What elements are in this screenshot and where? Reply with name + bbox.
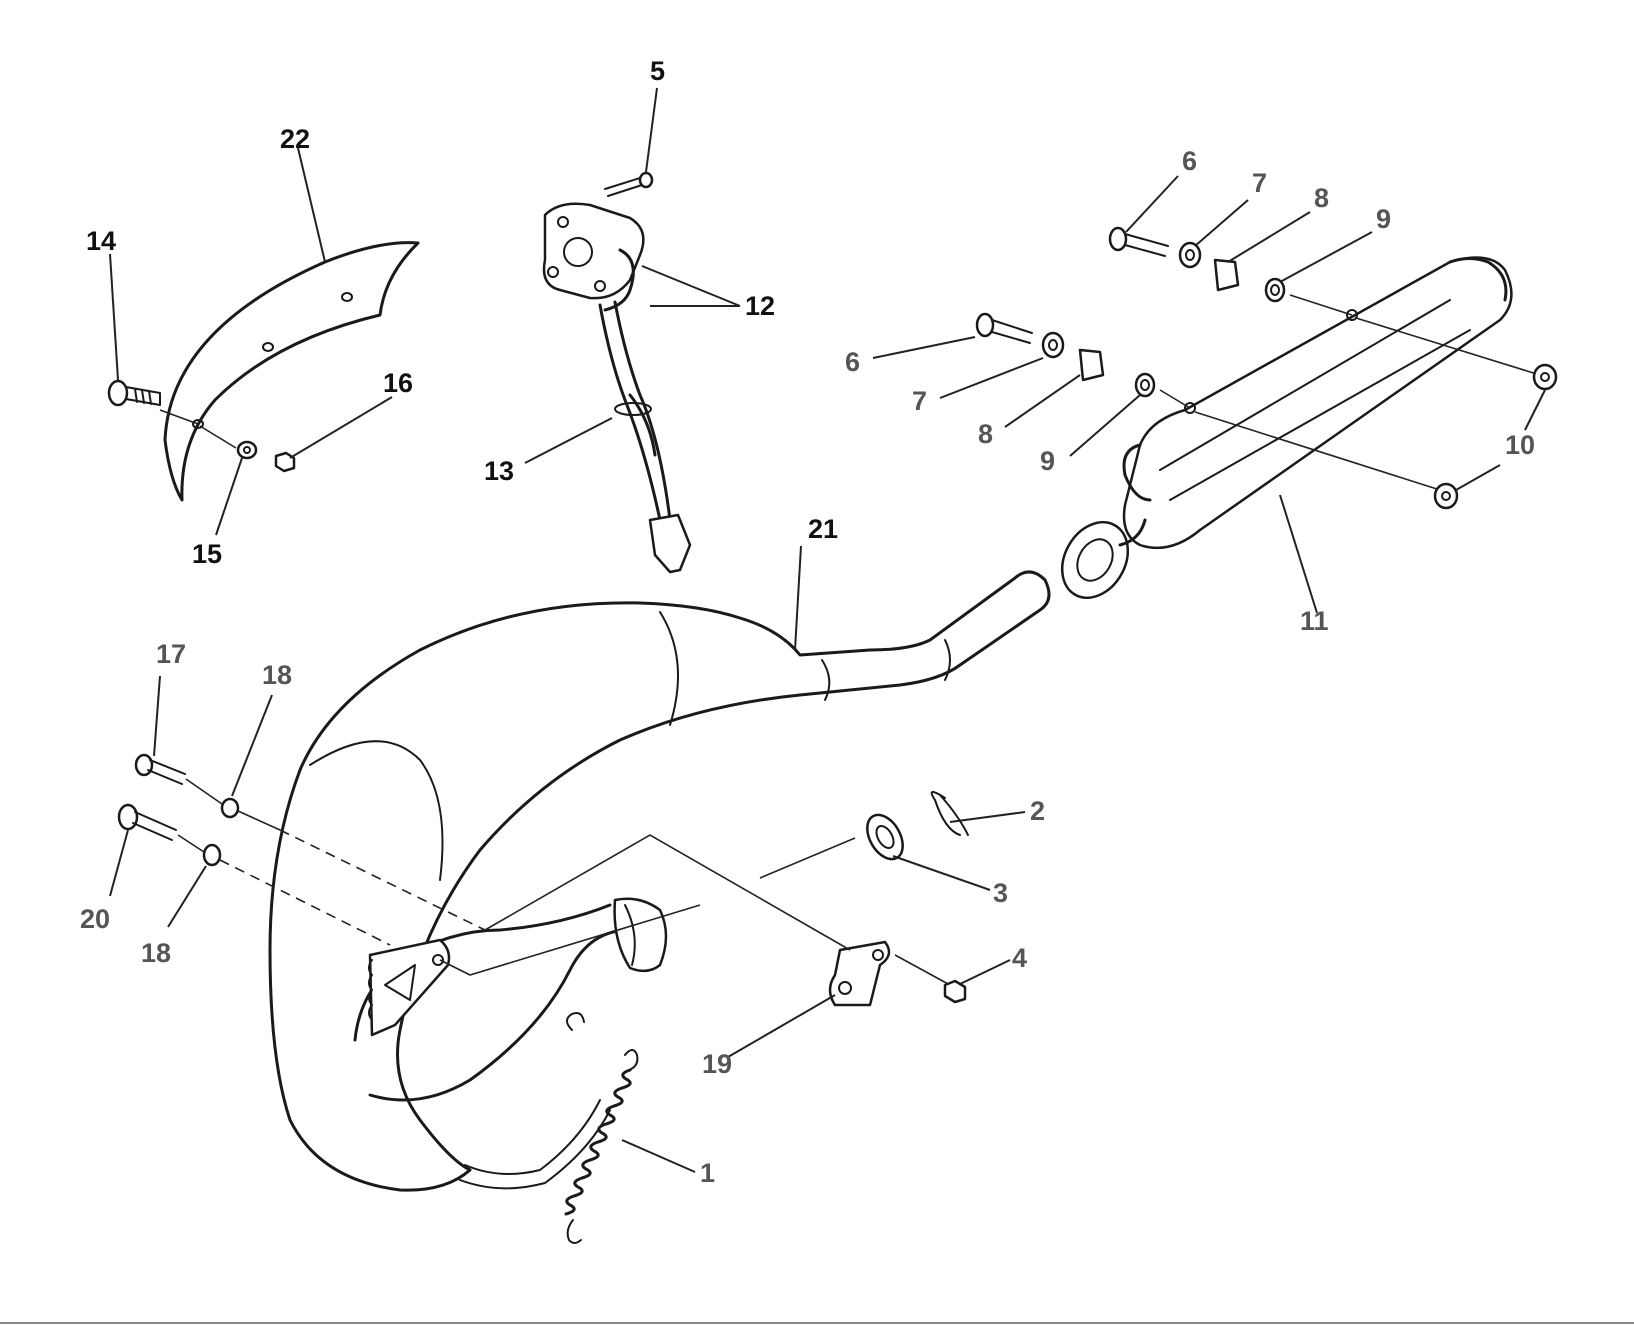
callout-1: 1 <box>700 1158 715 1188</box>
callout-3: 3 <box>993 878 1008 908</box>
bolt-20 <box>117 803 177 841</box>
callout-22: 22 <box>280 124 310 154</box>
callout-labels: 1 2 3 4 5 6 6 7 7 8 8 9 9 10 10 11 12 13… <box>80 56 1535 1188</box>
callout-6-lower: 6 <box>845 347 860 377</box>
callout-12: 12 <box>745 291 775 321</box>
nut-4 <box>943 979 967 1004</box>
hose-13 <box>598 300 692 574</box>
leader-lines <box>109 87 1546 1173</box>
callout-4: 4 <box>1012 943 1027 973</box>
nut-10-lower <box>1433 482 1459 510</box>
callout-2: 2 <box>1030 796 1045 826</box>
callout-10-upper: 10 <box>1505 430 1535 460</box>
callout-18-lower: 18 <box>141 938 171 968</box>
bolt-14 <box>107 379 161 407</box>
washer-18-lower <box>202 843 222 867</box>
bolt-17 <box>134 753 186 785</box>
expansion-chamber-21 <box>268 570 1051 1192</box>
flange-assembly-12 <box>542 202 645 312</box>
callout-6-upper: 6 <box>1182 146 1197 176</box>
gasket-3 <box>866 813 904 861</box>
mount-hardware-lower <box>975 312 1441 491</box>
callout-8-upper: 8 <box>1314 183 1329 213</box>
callout-21: 21 <box>808 514 838 544</box>
circlip-2 <box>930 791 969 836</box>
callout-19: 19 <box>702 1049 732 1079</box>
callout-18-upper: 18 <box>262 660 292 690</box>
callout-8-lower: 8 <box>978 419 993 449</box>
washer-15 <box>236 440 258 460</box>
callout-5: 5 <box>650 56 665 86</box>
callout-15: 15 <box>192 539 222 569</box>
washer-18-upper <box>220 797 240 819</box>
callout-20: 20 <box>80 904 110 934</box>
mount-hardware-upper <box>1108 226 1541 376</box>
screw-5 <box>604 171 654 197</box>
spring-1 <box>564 1049 639 1244</box>
heat-shield-part <box>163 241 420 502</box>
callout-9-upper: 9 <box>1376 204 1391 234</box>
bottom-divider <box>0 1322 1634 1324</box>
callout-14: 14 <box>86 226 116 256</box>
callout-11: 11 <box>1300 606 1329 636</box>
silencer-11 <box>1060 256 1513 599</box>
callout-17: 17 <box>156 639 186 669</box>
callout-7-lower: 7 <box>912 386 927 416</box>
callout-7-upper: 7 <box>1252 168 1267 198</box>
callout-16: 16 <box>383 368 413 398</box>
nut-16 <box>274 451 296 473</box>
callout-9-lower: 9 <box>1040 446 1055 476</box>
callout-13: 13 <box>484 456 514 486</box>
nut-10-upper <box>1532 363 1558 391</box>
